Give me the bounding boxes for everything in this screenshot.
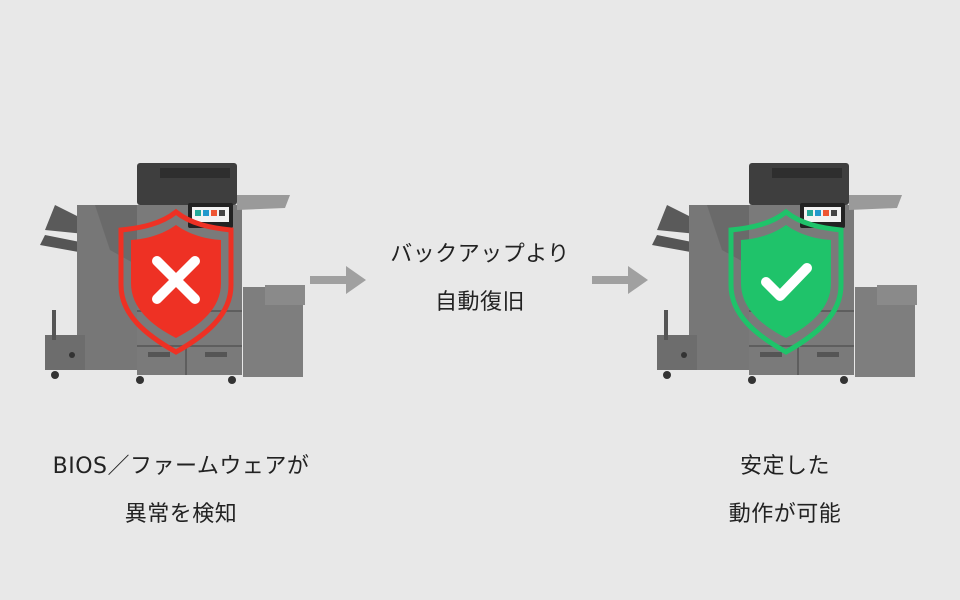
- shield-check-icon: [731, 212, 841, 352]
- middle-text-line1: バックアップより: [390, 242, 570, 267]
- shield-x-icon: [121, 212, 231, 352]
- arrow-right-icon: [310, 266, 366, 294]
- right-caption-line1: 安定した: [739, 454, 831, 479]
- left-caption-line1: BIOS／ファームウェアが: [52, 454, 310, 479]
- right-caption-line2: 動作が可能: [728, 502, 842, 527]
- arrow-right-icon: [592, 266, 648, 294]
- middle-text-line2: 自動復旧: [434, 290, 526, 315]
- left-caption-line2: 異常を検知: [124, 502, 238, 527]
